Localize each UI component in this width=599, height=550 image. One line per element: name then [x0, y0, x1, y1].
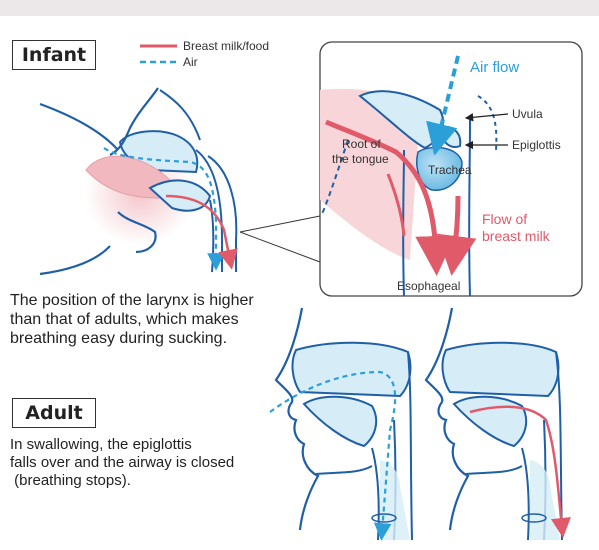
- detail-panel: Air flow Uvula Epiglottis Root of the to…: [320, 42, 582, 296]
- adult-head-breathing: [270, 308, 412, 540]
- root-of-tongue-label-line-1: Root of: [342, 137, 381, 151]
- legend-air-label: Air: [183, 55, 198, 69]
- callout-line-top: [240, 216, 320, 232]
- flow-of-milk-label-line-1: Flow of: [482, 211, 527, 227]
- epiglottis-label: Epiglottis: [512, 138, 561, 152]
- trachea-label: Trachea: [428, 163, 472, 177]
- legend-milk-label: Breast milk/food: [183, 39, 269, 53]
- adult-head-swallowing: [426, 308, 562, 540]
- legend: Breast milk/food Air: [140, 39, 269, 69]
- uvula-label: Uvula: [512, 107, 543, 121]
- air-flow-label: Air flow: [470, 59, 519, 76]
- root-of-tongue-label-line-2: the tongue: [332, 152, 389, 166]
- esophageal-label: Esophageal: [397, 279, 460, 293]
- flow-of-milk-label-line-2: breast milk: [482, 228, 551, 244]
- infant-head-illustration: [40, 88, 236, 274]
- callout-line-bottom: [240, 232, 320, 262]
